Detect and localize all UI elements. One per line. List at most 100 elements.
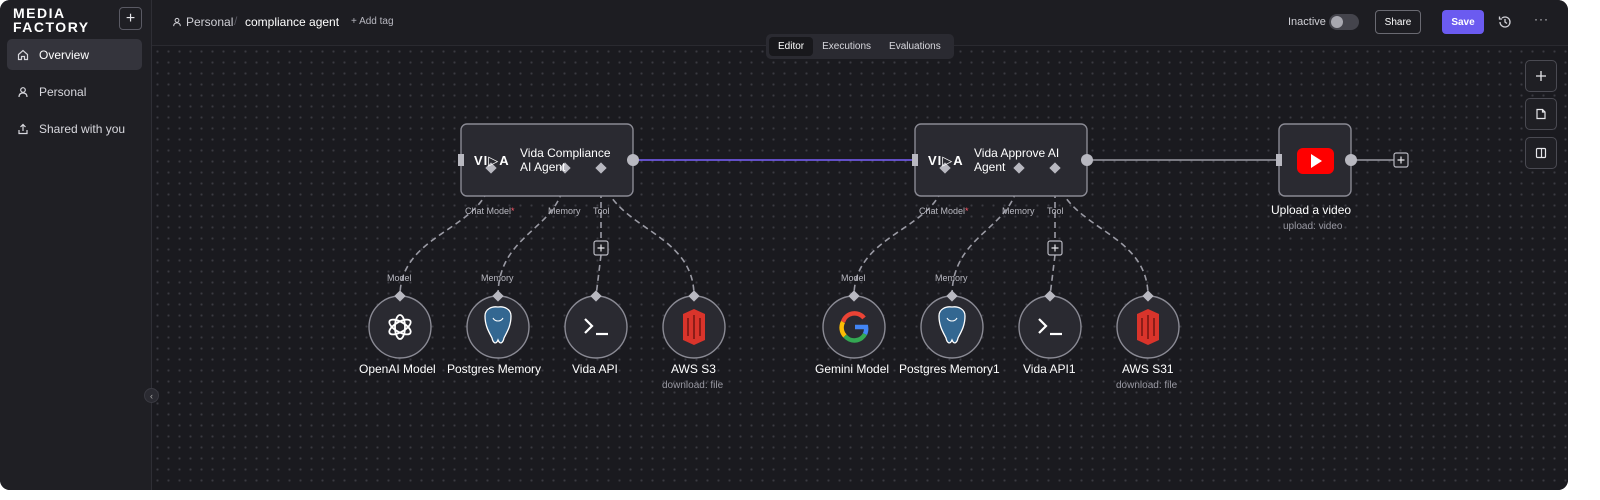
port-label-memory: Memory: [935, 273, 968, 283]
port-tool[interactable]: [1049, 162, 1061, 174]
node-subtitle-aws-s31: download: file: [1116, 380, 1178, 391]
add-tag-button[interactable]: + Add tag: [351, 16, 394, 27]
more-menu-button[interactable]: ···: [1534, 12, 1549, 26]
port-label-chat-model: Chat Model*: [919, 206, 969, 216]
vida-logo: VI▷A: [928, 153, 964, 168]
node-title-postgres1: Postgres Memory1: [899, 362, 1000, 376]
app-logo[interactable]: MEDIA FACTORY: [13, 6, 90, 34]
terminal-icon: [584, 318, 608, 336]
tab-executions[interactable]: Executions: [822, 41, 872, 52]
input-port[interactable]: [458, 154, 464, 166]
output-port[interactable]: [627, 154, 639, 166]
node-openai-model[interactable]: [368, 295, 432, 359]
input-port[interactable]: [1276, 154, 1282, 166]
node-gemini-model[interactable]: [822, 295, 886, 359]
vida-logo: VI▷A: [474, 153, 510, 168]
node-title-aws-s3: AWS S3: [671, 362, 716, 376]
aws-s3-icon: [683, 309, 705, 345]
sidebar-item-label: Shared with you: [39, 121, 126, 136]
port-memory[interactable]: [1013, 162, 1025, 174]
status-label: Inactive: [1288, 16, 1326, 28]
title-line: Vida Compliance: [520, 146, 611, 160]
workflow-graph: [368, 123, 1409, 359]
node-title-vida-api1: Vida API1: [1023, 362, 1076, 376]
sidebar-item-shared[interactable]: Shared with you: [7, 113, 142, 144]
output-port[interactable]: [1345, 154, 1357, 166]
active-toggle[interactable]: [1329, 14, 1359, 30]
home-icon: [17, 49, 29, 60]
input-port[interactable]: [492, 290, 504, 302]
plus-icon: [1051, 244, 1059, 252]
port-label-memory: Memory: [481, 273, 514, 283]
save-button[interactable]: Save: [1442, 10, 1484, 34]
port-label-memory: Memory: [1002, 206, 1035, 216]
add-node-button[interactable]: [1525, 60, 1557, 92]
logo-line1: MEDIA: [13, 5, 66, 21]
input-port[interactable]: [688, 290, 700, 302]
node-vida-api[interactable]: [564, 295, 628, 359]
connection-memory-2[interactable]: [951, 171, 1020, 297]
new-button[interactable]: +: [119, 7, 142, 30]
port-chat-model[interactable]: [485, 162, 497, 174]
sidebar: MEDIA FACTORY + Overview Personal Shared…: [0, 0, 152, 490]
input-port[interactable]: [946, 290, 958, 302]
input-port[interactable]: [848, 290, 860, 302]
input-port[interactable]: [590, 290, 602, 302]
connection-memory-1[interactable]: [497, 171, 566, 297]
port-label-tool: Tool: [1047, 206, 1064, 216]
aws-s3-icon: [1137, 309, 1159, 345]
workflow-canvas[interactable]: [152, 46, 1568, 490]
tab-editor[interactable]: Editor: [769, 37, 814, 56]
workflow-name[interactable]: compliance agent: [245, 15, 340, 29]
node-title: Vida Approve AI Agent: [974, 146, 1059, 174]
node-subtitle-upload-video: upload: video: [1283, 221, 1343, 232]
postgres-icon: [938, 306, 966, 344]
sidebar-item-label: Overview: [39, 47, 90, 62]
plus-icon: [1536, 71, 1546, 81]
input-port[interactable]: [1044, 290, 1056, 302]
port-label-chat-model: Chat Model*: [465, 206, 515, 216]
sidebar-item-overview[interactable]: Overview: [7, 39, 142, 70]
share-icon: [18, 123, 28, 134]
breadcrumb-project[interactable]: Personal: [172, 15, 233, 29]
sidebar-item-personal[interactable]: Personal: [7, 76, 142, 107]
share-button[interactable]: Share: [1375, 10, 1421, 34]
port-tool[interactable]: [595, 162, 607, 174]
node-vida-api1[interactable]: [1018, 295, 1082, 359]
sticky-note-button[interactable]: [1525, 98, 1557, 130]
node-title-postgres: Postgres Memory: [447, 362, 542, 376]
tab-evaluations[interactable]: Evaluations: [889, 41, 941, 52]
breadcrumb-separator: /: [234, 14, 238, 28]
title-line: AI Agent: [520, 160, 566, 174]
terminal-icon: [1038, 318, 1062, 336]
app-window: MEDIA FACTORY + Overview Personal Shared…: [0, 0, 1568, 490]
view-tabs: Editor Executions Evaluations: [766, 34, 954, 59]
input-port[interactable]: [394, 290, 406, 302]
port-label-tool: Tool: [593, 206, 610, 216]
user-icon: [18, 86, 28, 97]
logo-line2: FACTORY: [13, 19, 90, 35]
node-title: Vida Compliance AI Agent: [520, 146, 611, 174]
plus-icon: [597, 244, 605, 252]
port-memory[interactable]: [559, 162, 571, 174]
node-title-aws-s31: AWS S31: [1122, 362, 1174, 376]
node-title-vida-api: Vida API: [572, 362, 618, 376]
title-line: Agent: [974, 160, 1006, 174]
openai-icon: [388, 314, 412, 340]
panel-toggle-button[interactable]: [1525, 137, 1557, 169]
output-port[interactable]: [1081, 154, 1093, 166]
history-icon[interactable]: [1497, 14, 1513, 30]
collapse-sidebar-button[interactable]: ‹: [144, 388, 159, 403]
user-icon: [173, 17, 181, 27]
google-icon: [839, 311, 869, 343]
title-line: Vida Approve AI: [974, 146, 1060, 160]
note-icon: [1536, 108, 1546, 120]
postgres-icon: [484, 306, 512, 344]
input-port[interactable]: [1142, 290, 1154, 302]
toggle-knob: [1331, 16, 1343, 28]
input-port[interactable]: [912, 154, 918, 166]
port-chat-model[interactable]: [939, 162, 951, 174]
play-icon: [1311, 154, 1322, 168]
node-title-gemini: Gemini Model: [815, 362, 890, 376]
sidebar-item-label: Personal: [39, 84, 87, 99]
